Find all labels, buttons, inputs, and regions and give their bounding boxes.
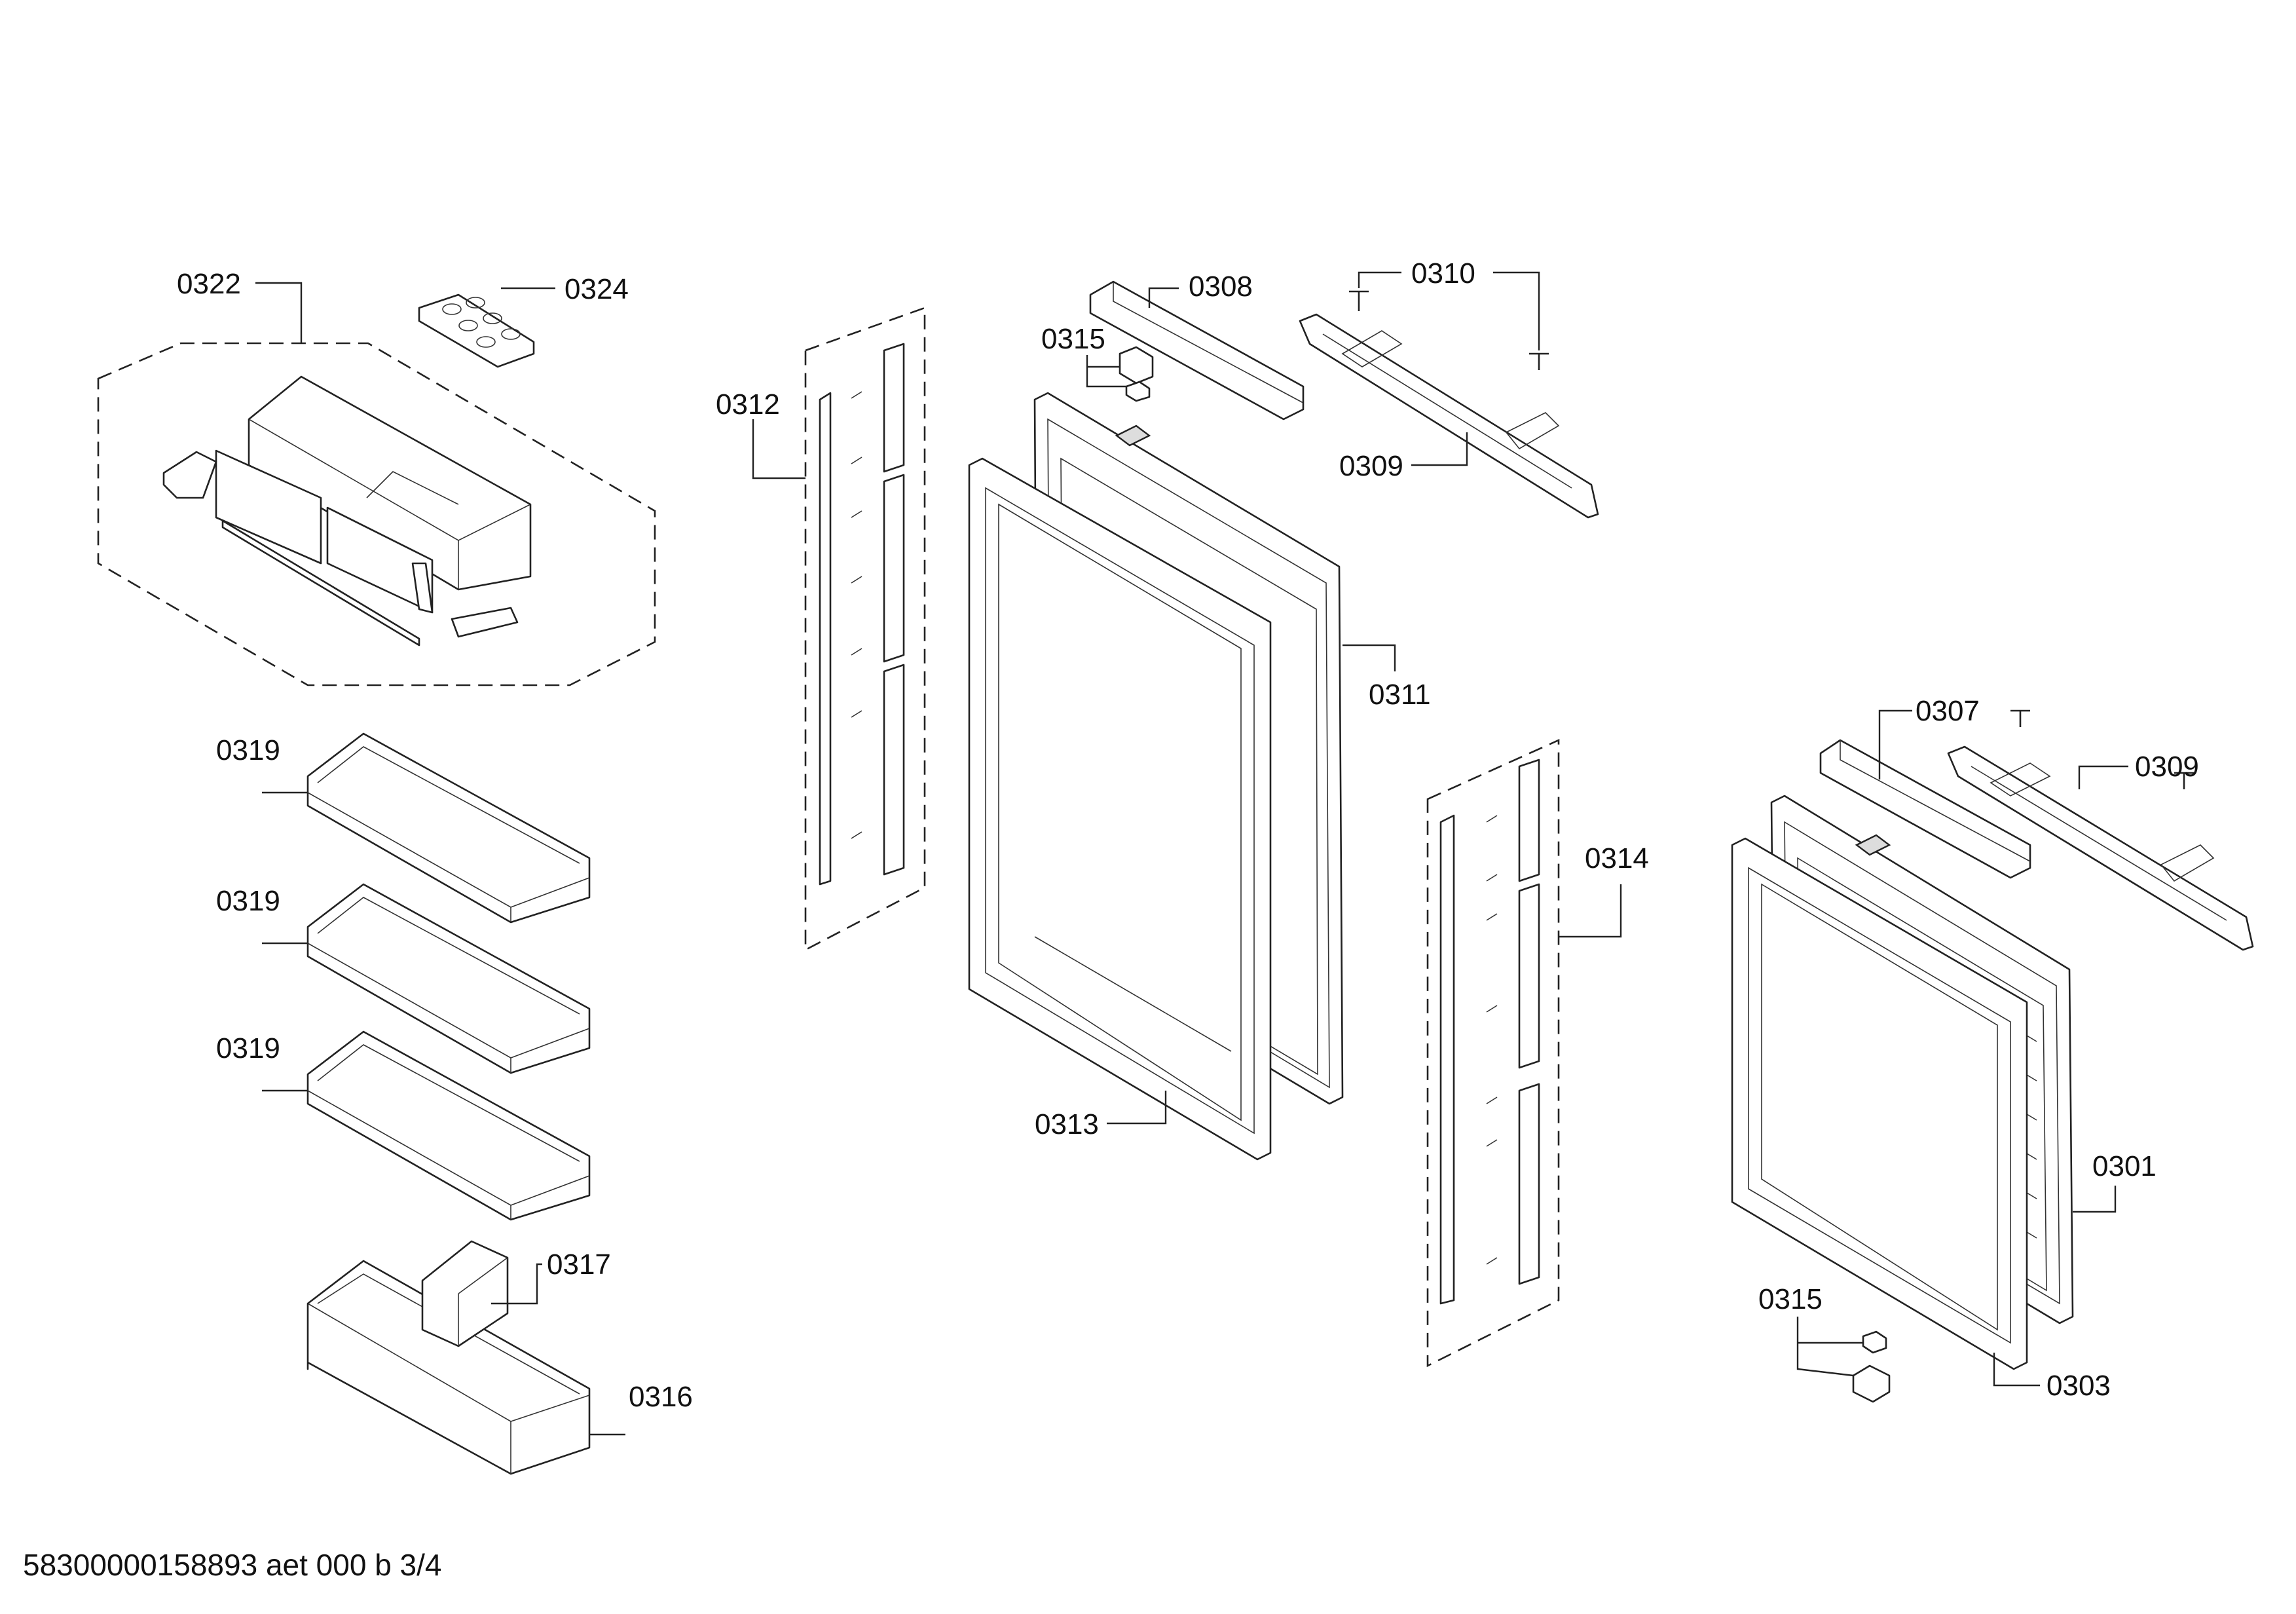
label-0315-top: 0315 (1041, 323, 1105, 355)
leader-0308 (1148, 287, 1179, 308)
label-0316: 0316 (629, 1381, 693, 1413)
label-0312: 0312 (716, 388, 780, 421)
label-0322: 0322 (177, 268, 241, 300)
part-0314-hinge-cover-set (1426, 738, 1560, 1368)
part-0319-door-shelf-1 (306, 732, 591, 924)
part-0309-lower-screw-b (2174, 772, 2194, 789)
part-0317-bottle-divider (421, 1240, 509, 1347)
label-0317: 0317 (547, 1248, 611, 1281)
part-0309-lower-screw-a (2010, 709, 2030, 727)
leader-0314 (1559, 884, 1622, 938)
part-0315-hinge-cap-bottom (1852, 1330, 1891, 1403)
leader-0312 (752, 419, 805, 479)
part-0310-screw-b (1529, 352, 1549, 370)
label-0309-bottom: 0309 (2135, 751, 2199, 783)
part-0313-fridge-door-gasket (968, 457, 1272, 1161)
leader-0307 (1878, 709, 1912, 779)
part-0310-screw-a (1349, 290, 1369, 311)
part-0307-top-cover (1819, 739, 2031, 879)
label-0319-c: 0319 (216, 1032, 280, 1064)
label-0313: 0313 (1035, 1108, 1099, 1140)
leader-0309-top (1411, 432, 1468, 466)
part-0316-bottle-shelf (306, 1260, 591, 1475)
label-0307: 0307 (1916, 695, 1980, 727)
leader-0303 (1993, 1353, 2040, 1387)
leader-0311 (1342, 644, 1396, 671)
part-0319-door-shelf-3 (306, 1030, 591, 1221)
label-0309-top: 0309 (1339, 450, 1403, 482)
label-0315-bottom: 0315 (1758, 1283, 1823, 1315)
part-0312-hinge-cover-set (804, 307, 926, 952)
leader-0313 (1107, 1091, 1167, 1125)
label-0319-b: 0319 (216, 885, 280, 917)
label-0319-a: 0319 (216, 734, 280, 766)
label-0311: 0311 (1369, 679, 1431, 711)
label-0308: 0308 (1189, 271, 1253, 303)
label-0310: 0310 (1411, 257, 1475, 290)
label-0303: 0303 (2046, 1370, 2111, 1402)
label-0301: 0301 (2092, 1150, 2157, 1182)
part-0308-top-cover (1089, 280, 1305, 421)
label-0314: 0314 (1585, 842, 1649, 874)
leader-0322 (255, 282, 303, 343)
part-0309-lower-hinge-bracket (1947, 745, 2254, 951)
leader-0315-bottom (1796, 1317, 1863, 1377)
label-0324: 0324 (565, 273, 629, 305)
drawing-number: 58300000158893 aet 000 b 3/4 (23, 1548, 442, 1582)
leader-0315-top (1086, 355, 1126, 388)
part-0315-hinge-cap-top (1119, 346, 1154, 402)
part-0303-freezer-door-gasket (1731, 837, 2028, 1370)
part-0324-egg-tray (418, 293, 535, 368)
leader-0319 (262, 791, 308, 1092)
part-0319-door-shelf-2 (306, 883, 591, 1074)
leader-0310 (1358, 271, 1540, 350)
part-0322-crisper-assembly (97, 342, 656, 686)
leader-0301 (2073, 1186, 2117, 1213)
leader-0309-bottom (2078, 765, 2128, 789)
leader-0317 (491, 1263, 542, 1305)
part-0309-upper-hinge-bracket (1299, 313, 1599, 519)
